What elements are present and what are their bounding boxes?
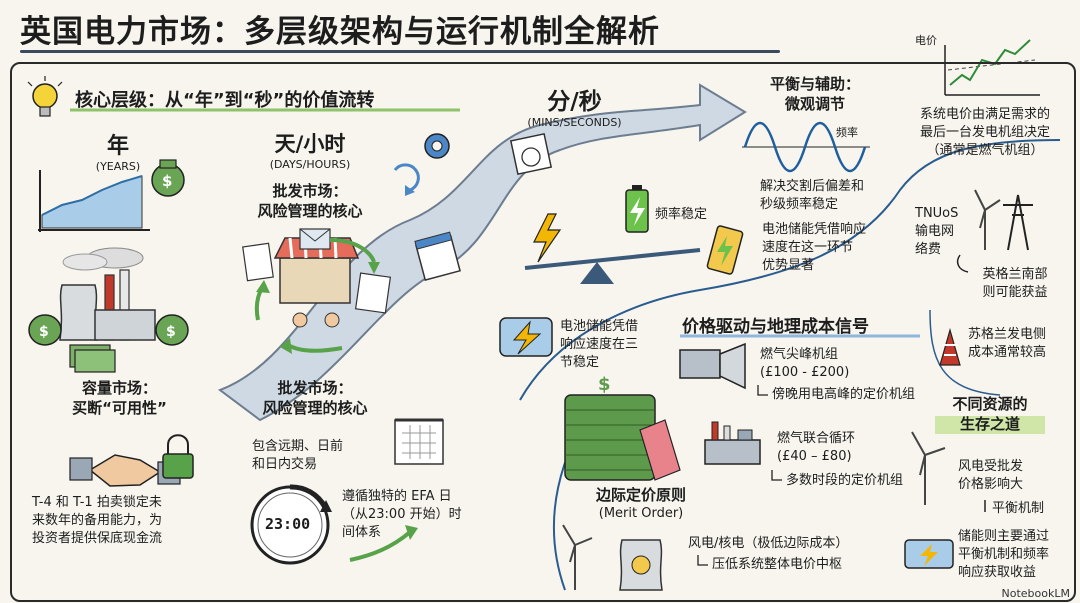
battery-bolt-icon (499, 317, 553, 357)
lightning-bolt-icon-1 (533, 213, 562, 263)
svg-text:$: $ (598, 374, 611, 395)
minsec-sub: (MINS/SECONDS) (527, 116, 622, 129)
money-bag-icon-1: $ (151, 159, 185, 197)
peak-role: 傍晚用电高峰的定价机组 (772, 387, 916, 402)
survival-balancing: 平衡机制 (992, 501, 1045, 516)
ccgt-role: 多数时段的定价机组 (786, 473, 904, 488)
minsec-label-block: 分/秒 (MINS/SECONDS) (512, 82, 637, 129)
wholesale-heading: 批发市场： 风险管理的核心 (262, 379, 368, 417)
top-chart-ylabel: 电价 (915, 34, 937, 47)
arrow-renew (697, 555, 708, 566)
wind-turbine-icon-3 (911, 431, 946, 505)
divider-curve-1 (519, 139, 1061, 401)
title-underline (20, 50, 780, 53)
merit-heading: 边际定价原则 (595, 486, 686, 504)
years-label: 年 (106, 134, 129, 159)
battery-mid-desc: 电池储能凭借响应 速度在这一环节 优势显著 (762, 222, 867, 273)
gas-peaker-icon (679, 342, 746, 390)
survival-storage: 储能则主要通过 平衡机制和频率 响应获取收益 (958, 529, 1050, 580)
arrow-south (956, 254, 969, 273)
years-growth-chart-icon (38, 170, 150, 232)
years-label-block: 年 (YEARS) (88, 128, 148, 173)
price-tag-icon (639, 419, 681, 481)
cycle-arrows-icon (393, 163, 420, 196)
capacity-heading: 容量市场： 买断“可用性” (72, 379, 167, 417)
balancing-desc: 解决交割后偏差和 秒级频率稳定 (760, 179, 865, 212)
wind-turbine-icon-2 (562, 524, 593, 590)
calendar-icon-2 (414, 231, 461, 281)
efa-desc: 遵循独特的 EFA 日 （从23:00 开始）时 间体系 (342, 489, 462, 540)
wholesale-desc: 包含远期、日前 和日内交易 (252, 439, 344, 472)
frequency-sine-wave (742, 122, 870, 172)
envelope-icon (299, 228, 331, 250)
peak-name: 燃气尖峰机组 (£100 - £200) (760, 347, 850, 380)
balancing-heading: 平衡与辅助： 微观调节 (769, 75, 860, 113)
efa-clock-time: 23:00 (265, 515, 311, 533)
survival-wind: 风电受批发 价格影响大 (958, 459, 1024, 492)
page-title: 英国电力市场：多层级架构与运行机制全解析 (20, 14, 660, 50)
calendar-icon-1 (509, 132, 553, 176)
core-heading: 核心层级：从“年”到“秒”的价值流转 (75, 90, 375, 111)
freq-axis-label: 频率 (836, 126, 858, 139)
main-frame (10, 62, 1076, 602)
battery-icon-2 (706, 225, 744, 275)
svg-text:$: $ (166, 324, 176, 340)
pricing-heading: 价格驱动与地理成本信号 (682, 317, 869, 337)
dayhours-sub: (DAYS/HOURS) (269, 158, 351, 171)
tnuos-scotland: 苏格兰发电侧 成本通常较高 (968, 327, 1047, 360)
renew-name: 风电/核电（极低边际成本） (688, 536, 849, 551)
green-trend-arrow (349, 530, 412, 562)
battery-icon-3 (904, 539, 954, 569)
dayhours-label: 天/小时 (274, 132, 346, 156)
tnuos-south: 英格兰南部 则可能获益 (982, 267, 1048, 300)
contract-document-icon (354, 272, 392, 314)
scotland-tower-icon (939, 327, 961, 366)
money-bag-icon-3: $ (155, 314, 189, 346)
minsec-label: 分/秒 (547, 89, 602, 115)
lightbulb-icon (27, 76, 63, 117)
years-sub: (YEARS) (95, 160, 141, 173)
gear-icon (424, 133, 450, 159)
arrow-peak (757, 385, 768, 396)
tnuos-label: TNUoS 输电网 络费 (915, 206, 959, 257)
nuclear-plant-icon (619, 539, 663, 591)
renew-role: 压低系统整体电价中枢 (712, 557, 843, 572)
green-cycle-arrows (254, 238, 380, 354)
dayhours-heading: 批发市场： 风险管理的核心 (257, 182, 363, 220)
market-stall-icon (273, 237, 360, 328)
wind-turbine-icon-1 (974, 189, 1001, 250)
divider-curve-3 (929, 309, 1001, 396)
cash-stack-icon (69, 344, 116, 373)
ccgt-plant-icon (704, 421, 761, 465)
freq-stable-label: 频率稳定 (655, 207, 708, 222)
svg-text:$: $ (39, 324, 49, 340)
capacity-desc: T-4 和 T-1 拍卖锁定未 来数年的备用能力，为 投资者提供保底现金流 (32, 495, 163, 546)
power-plant-icon (59, 247, 156, 341)
dayhours-label-block: 天/小时 (DAYS/HOURS) (250, 128, 370, 171)
money-bag-icon-2: $ (28, 314, 62, 346)
brand-watermark: NotebookLM (1001, 587, 1070, 600)
ccgt-name: 燃气联合循环 (£40 – £80) (777, 431, 856, 464)
transmission-pylon-icon (1003, 194, 1033, 251)
arrow-ccgt (771, 470, 782, 481)
top-chart-desc: 系统电价由满足需求的 最后一台发电机组决定 （通常是燃气机组） (919, 107, 1050, 158)
efa-clock-icon (250, 484, 332, 565)
merit-sub: (Merit Order) (598, 506, 684, 521)
lock-icon (162, 434, 194, 479)
survival-heading: 不同资源的 生存之道 (935, 394, 1045, 434)
svg-text:$: $ (162, 172, 172, 190)
seesaw-balance-icon (524, 248, 701, 284)
battery-left-desc: 电池储能凭借 响应速度在三 节稳定 (560, 319, 639, 370)
document-icon (242, 242, 274, 282)
battery-icon-1 (625, 185, 649, 233)
calendar-icon-3 (394, 418, 444, 465)
